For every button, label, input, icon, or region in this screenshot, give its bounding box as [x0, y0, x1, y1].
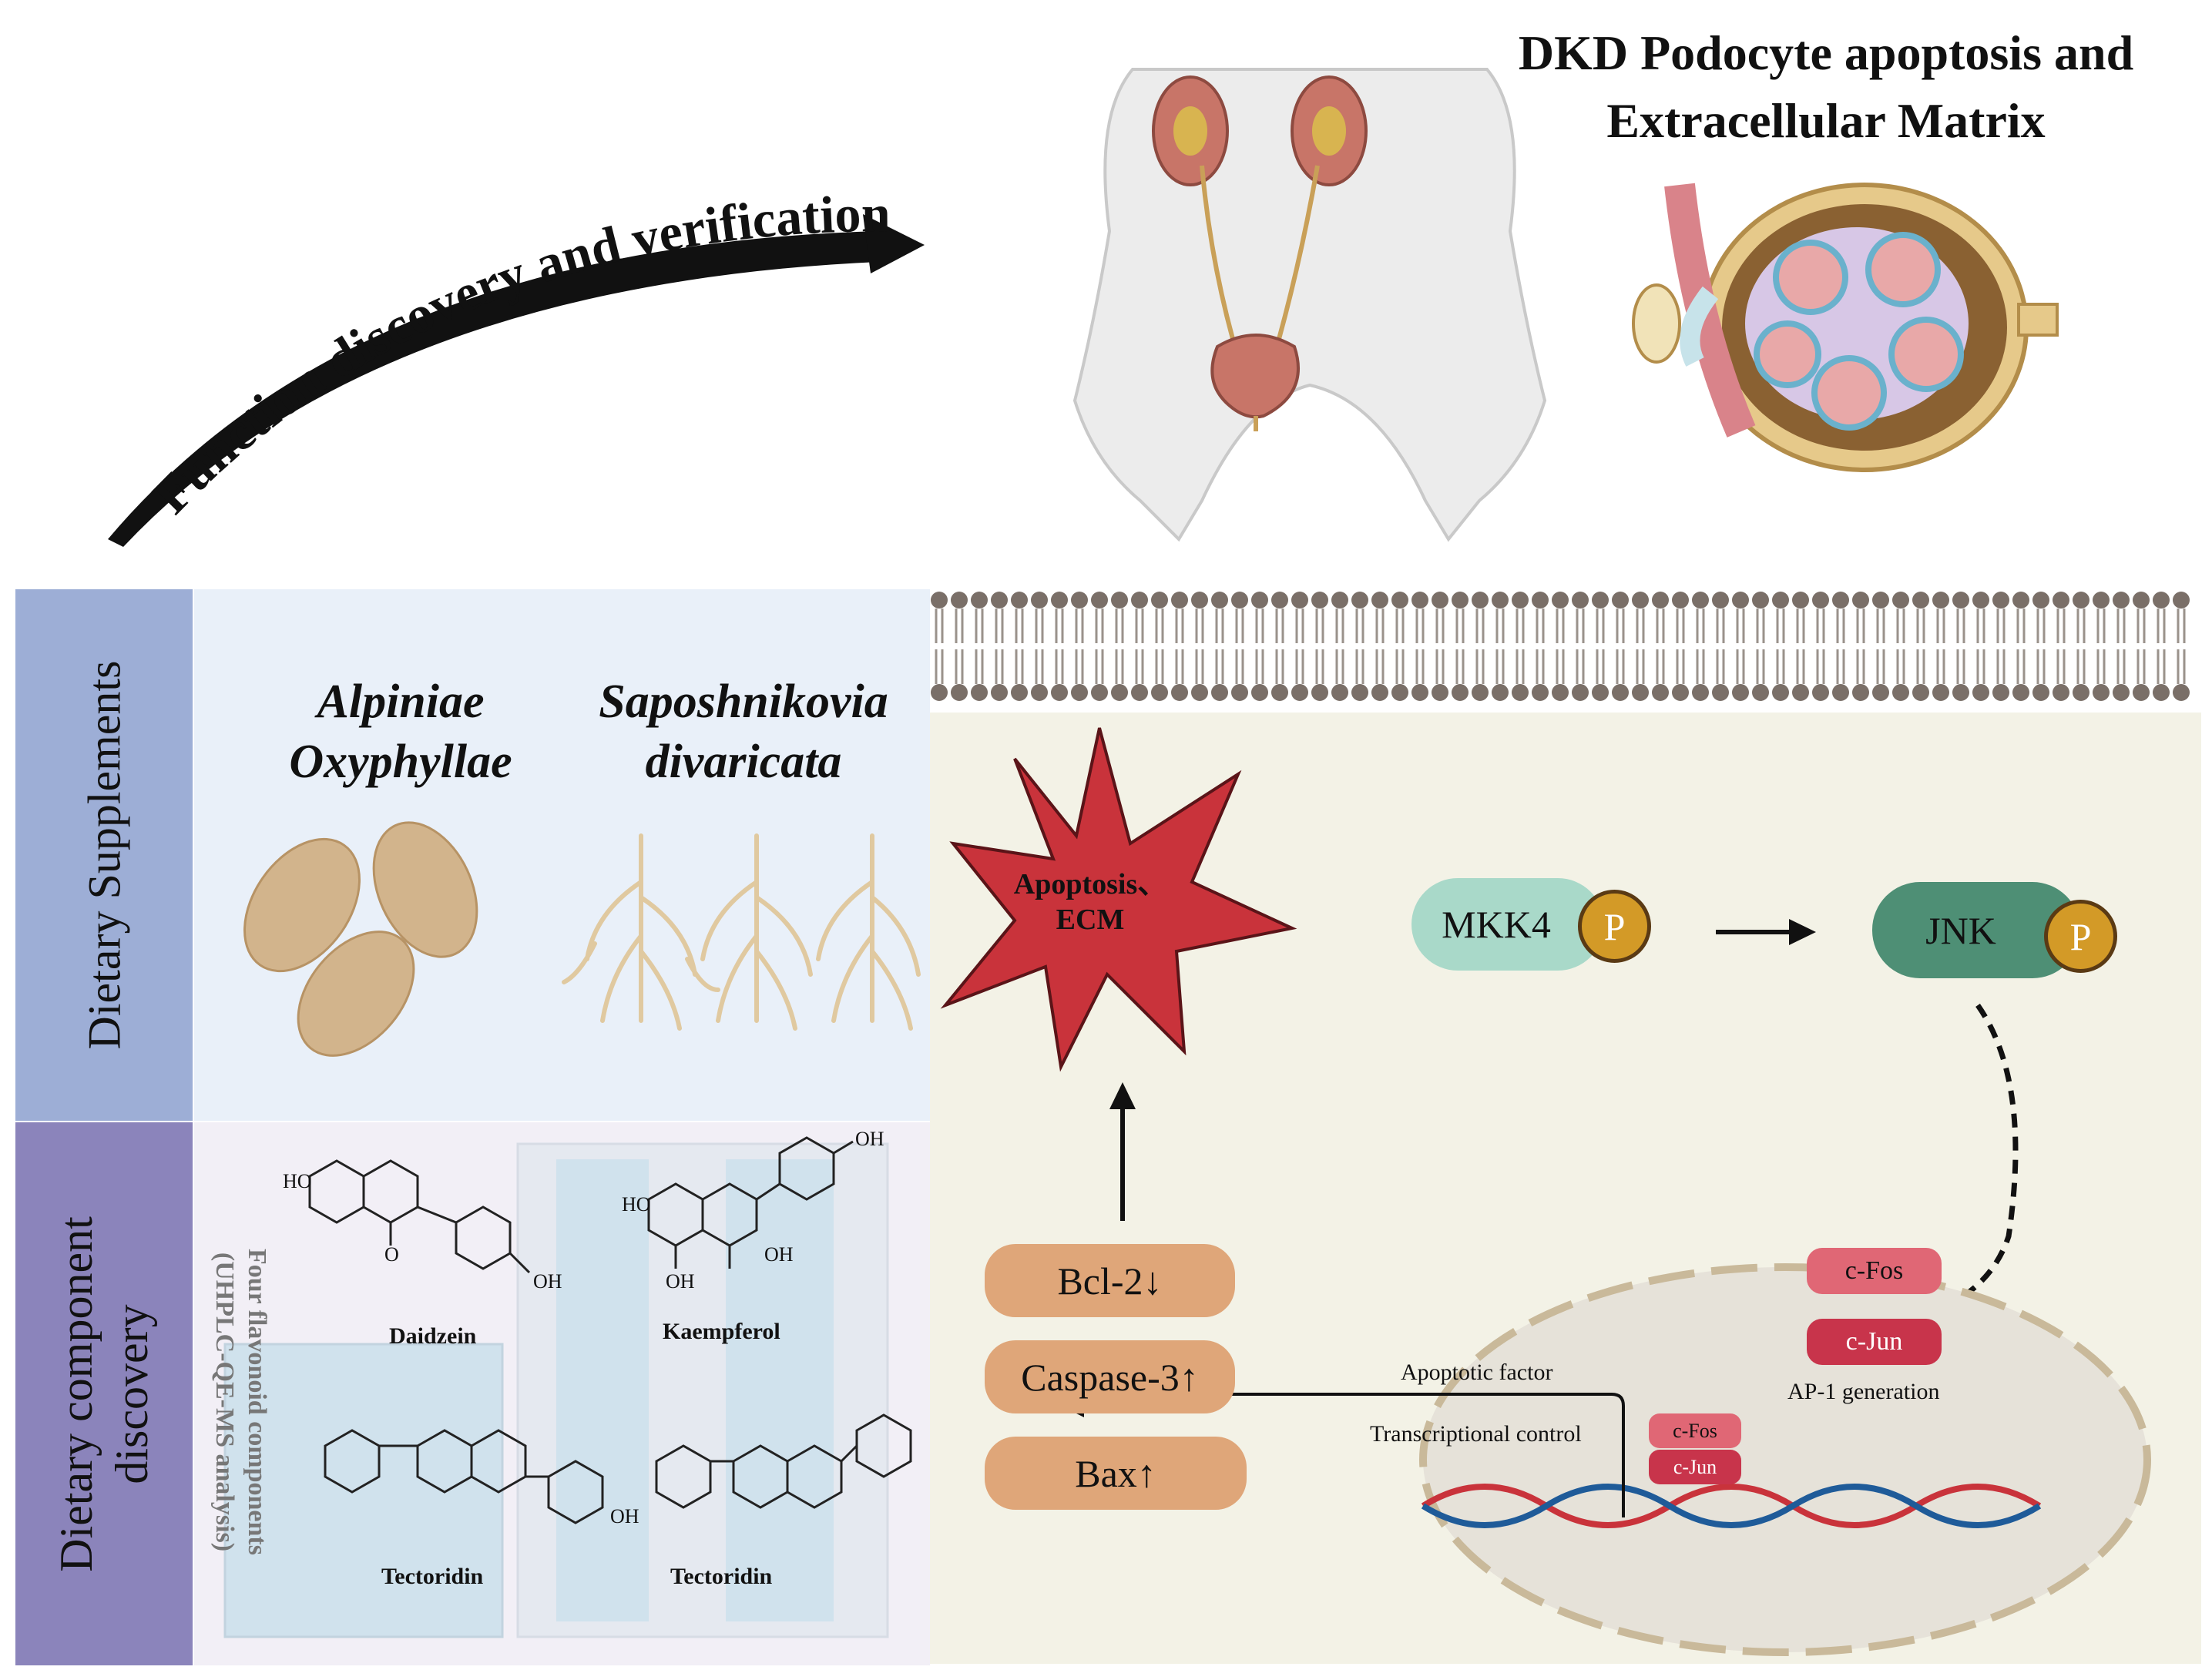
cjun-small-label: c-Jun [1673, 1455, 1717, 1478]
marker-bax: Bax↑ [985, 1437, 1247, 1510]
chem-label-oh-5: OH [610, 1505, 639, 1527]
kaempferol-structure [647, 1136, 854, 1269]
cfos-small-label: c-Fos [1673, 1419, 1717, 1442]
cfos-node: c-Fos [1807, 1248, 1942, 1294]
cjun-node: c-Jun [1807, 1319, 1942, 1365]
cjun-small-node: c-Jun [1649, 1450, 1741, 1484]
chem-label-oh-2: OH [855, 1128, 884, 1150]
glomerulus-illustration [1632, 183, 2059, 472]
jnk-phospho-badge: P [2044, 900, 2117, 973]
chemical-structures: HO OH O HO OH OH OH OH [283, 1128, 912, 1527]
transcriptional-control-label: Transcriptional control [1370, 1421, 1582, 1447]
instrument-illustration [223, 1142, 889, 1638]
apoptosis-burst [940, 727, 1297, 1072]
pathway-graphics [930, 589, 2201, 1656]
chem-label-ho-2: HO [622, 1193, 651, 1216]
band-bottom-label: Dietary component discovery [49, 1216, 159, 1572]
band-bottom-line-2: discovery [106, 1303, 158, 1484]
mkk4-phospho-badge: P [1578, 890, 1651, 963]
body-illustration [1072, 68, 1547, 542]
tectoridin-structure-1 [324, 1429, 604, 1524]
root-icons [562, 833, 921, 1031]
species-2-line-1: Saposhnikovia [599, 676, 888, 728]
cfos-small-node: c-Fos [1649, 1413, 1741, 1448]
nucleus [1419, 1263, 2151, 1656]
chem-label-oh-1: OH [533, 1270, 562, 1293]
species-alpiniae: Alpiniae Oxyphyllae [254, 672, 547, 792]
apoptotic-factor-label: Apoptotic factor [1401, 1360, 1553, 1385]
compound-daidzein: Daidzein [389, 1323, 477, 1349]
seed-icons [243, 821, 478, 1057]
species-2-line-2: divaricata [645, 736, 842, 788]
burst-label: Apoptosis、 ECM [1002, 867, 1179, 937]
chem-label-o-1: O [384, 1243, 399, 1266]
top-illustrations: Function discovery and verification [108, 68, 2059, 547]
left-illustrations [223, 821, 921, 1638]
chem-label-ho-1: HO [283, 1170, 312, 1192]
tectoridin-structure-2 [655, 1413, 912, 1509]
cjun-label: c-Jun [1845, 1327, 1903, 1356]
components-panel [194, 1122, 930, 1665]
title-line-2: Extracellular Matrix [1606, 93, 2046, 148]
burst-line-1: Apoptosis、 [1013, 868, 1167, 900]
species-1-line-2: Oxyphyllae [289, 736, 512, 788]
figure-title: DKD Podocyte apoptosis and Extracellular… [1448, 19, 2204, 155]
ap1-label: AP-1 generation [1787, 1379, 1940, 1404]
band-component-discovery: Dietary component discovery [15, 1122, 193, 1665]
compound-tectoridin-2: Tectoridin [670, 1564, 773, 1589]
band-bottom-line-1: Dietary component [51, 1216, 102, 1572]
marker-bcl2: Bcl-2↓ [985, 1244, 1235, 1317]
jnk-label: JNK [1925, 908, 1996, 952]
title-line-1: DKD Podocyte apoptosis and [1518, 25, 2134, 80]
jnk-phospho-label: P [2069, 914, 2092, 958]
chem-label-oh-3: OH [666, 1270, 695, 1293]
species-saposhnikovia: Saposhnikovia divaricata [570, 672, 917, 792]
arrow-text: Function discovery and verification [142, 184, 891, 525]
band-dietary-supplements: Dietary Supplements [15, 589, 193, 1121]
marker-bcl2-label: Bcl-2↓ [1057, 1259, 1163, 1303]
mkk4-node: MKK4 [1411, 878, 1604, 971]
mkk4-label: MKK4 [1442, 903, 1551, 946]
cell-membrane [930, 589, 2201, 713]
species-1-line-1: Alpiniae [317, 676, 485, 728]
burst-line-2: ECM [1056, 904, 1125, 936]
marker-caspase3: Caspase-3↑ [985, 1340, 1235, 1413]
chem-label-oh-4: OH [764, 1243, 794, 1266]
bladder-icon [1210, 334, 1300, 419]
compound-tectoridin-1: Tectoridin [381, 1564, 484, 1589]
daidzein-structure [308, 1159, 531, 1274]
band-top-label: Dietary Supplements [79, 660, 129, 1050]
mkk4-phospho-label: P [1603, 904, 1626, 948]
marker-bax-label: Bax↑ [1075, 1451, 1156, 1495]
compound-kaempferol: Kaempferol [663, 1319, 780, 1344]
arrow-head [863, 214, 925, 273]
discovery-arrow [108, 231, 878, 547]
dna-helix [1421, 1484, 2042, 1528]
cfos-label: c-Fos [1844, 1256, 1904, 1285]
marker-caspase3-label: Caspase-3↑ [1021, 1355, 1199, 1399]
